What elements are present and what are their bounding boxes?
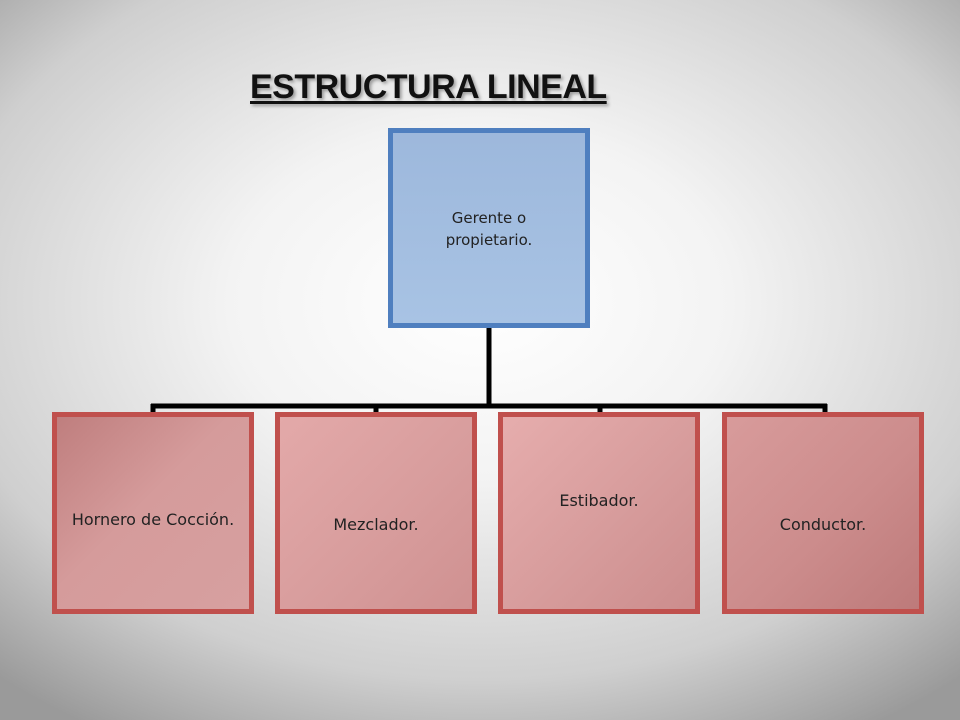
slide-title: ESTRUCTURA LINEAL (250, 68, 607, 106)
org-node-gerente[interactable]: Gerente o propietario. (388, 128, 590, 328)
org-node-mezclador-label: Mezclador. (333, 515, 419, 534)
org-node-hornero[interactable]: Hornero de Cocción. (52, 412, 254, 614)
org-node-conductor-label: Conductor. (779, 515, 867, 534)
org-node-estibador-label: Estibador. (559, 491, 639, 510)
org-node-gerente-label: Gerente o propietario. (445, 209, 533, 249)
org-node-conductor[interactable]: Conductor. (722, 412, 924, 614)
org-node-hornero-label: Hornero de Cocción. (71, 510, 235, 529)
org-node-estibador[interactable]: Estibador. (498, 412, 700, 614)
org-node-mezclador[interactable]: Mezclador. (275, 412, 477, 614)
